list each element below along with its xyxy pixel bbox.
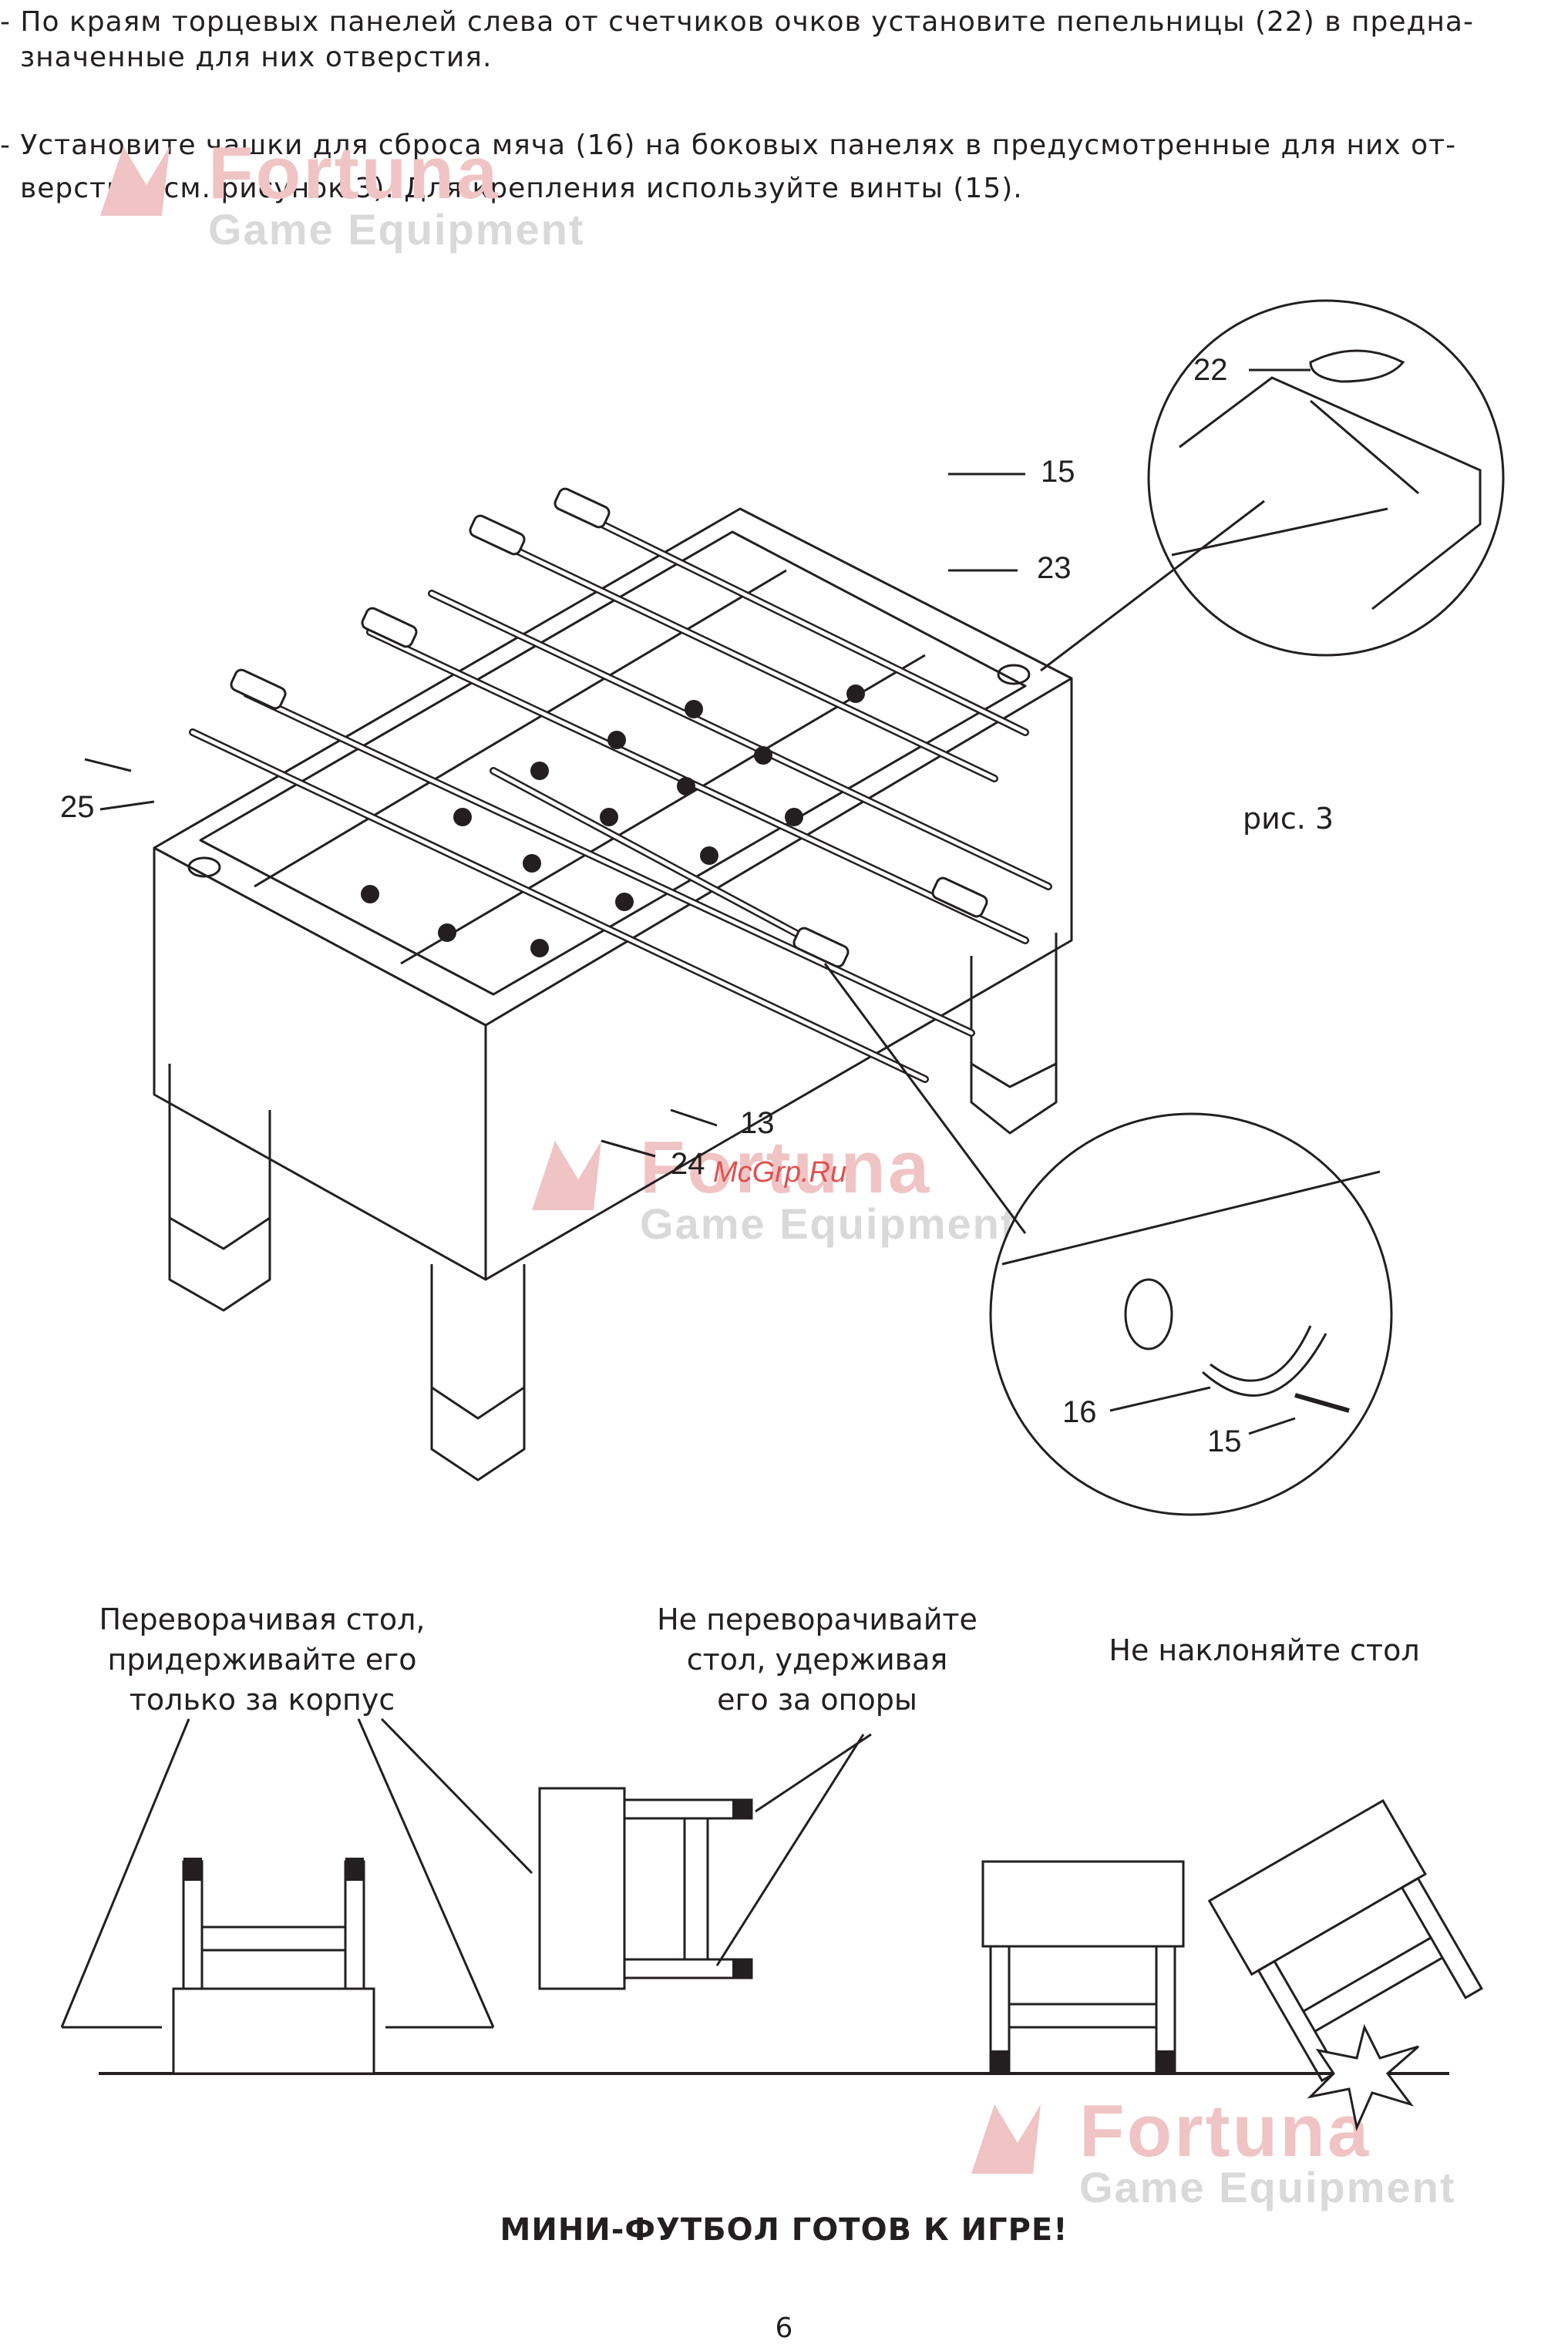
- final-message: МИНИ-ФУТБОЛ ГОТОВ К ИГРЕ!: [500, 2212, 1068, 2248]
- caption-line: только за корпус: [129, 1683, 395, 1717]
- caption-line: его за опоры: [717, 1683, 917, 1717]
- dont-lift-by-legs-label: Не переворачивайте стол, удерживая его з…: [617, 1599, 1018, 1720]
- foosball-table-diagram: [84, 299, 1505, 1516]
- callout-23: 23: [1037, 551, 1072, 585]
- watermark-top: Fortuna Game Equipment: [100, 132, 585, 254]
- callout-13: 13: [740, 1106, 775, 1140]
- watermark-brand: Fortuna: [640, 1126, 932, 1209]
- watermark-bottom: Fortuna Game Equipment: [971, 2090, 1456, 2211]
- watermark-tagline: Game Equipment: [1079, 2163, 1456, 2211]
- dont-tilt-label: Не наклоняйте стол: [1109, 1633, 1420, 1667]
- caption-line: Переворачивая стол,: [99, 1603, 426, 1636]
- callout-15: 15: [1041, 455, 1075, 489]
- site-watermark: McGrp.Ru: [713, 1156, 847, 1189]
- callout-25: 25: [60, 790, 95, 824]
- callout-22: 22: [1193, 353, 1228, 387]
- fortuna-logo-icon: [532, 1141, 601, 1210]
- watermark-middle: Fortuna Game Equipment: [532, 1126, 1017, 1248]
- watermark-brand: Fortuna: [1079, 2090, 1371, 2172]
- table-handling-diagram: [60, 1717, 1483, 2131]
- page-number: 6: [775, 2312, 793, 2344]
- figure-caption: рис. 3: [1243, 802, 1334, 836]
- fortuna-logo-icon: [971, 2104, 1041, 2174]
- instruction-1-line-1: - По краям торцевых панелей слева от сче…: [0, 6, 1474, 38]
- caption-line: придерживайте его: [107, 1643, 417, 1677]
- caption-line: стол, удерживая: [686, 1643, 948, 1677]
- do-lift-by-body-label: Переворачивая стол, придерживайте его то…: [62, 1599, 463, 1720]
- fortuna-logo-icon: [100, 146, 170, 216]
- watermark-brand: Fortuna: [208, 132, 500, 214]
- callout-24: 24: [671, 1147, 705, 1181]
- instruction-2-line-2: верстия (см. рисунок 3). Для крепления и…: [20, 173, 1023, 204]
- caption-line: Не переворачивайте: [657, 1603, 977, 1636]
- callout-15-detail: 15: [1207, 1424, 1242, 1458]
- watermark-tagline: Game Equipment: [208, 205, 585, 254]
- watermark-tagline: Game Equipment: [640, 1199, 1017, 1248]
- callout-16: 16: [1062, 1395, 1097, 1429]
- instruction-2-line-1: - Установите чашки для сброса мяча (16) …: [0, 129, 1457, 161]
- instruction-1-line-2: значенные для них отверстия.: [20, 42, 493, 73]
